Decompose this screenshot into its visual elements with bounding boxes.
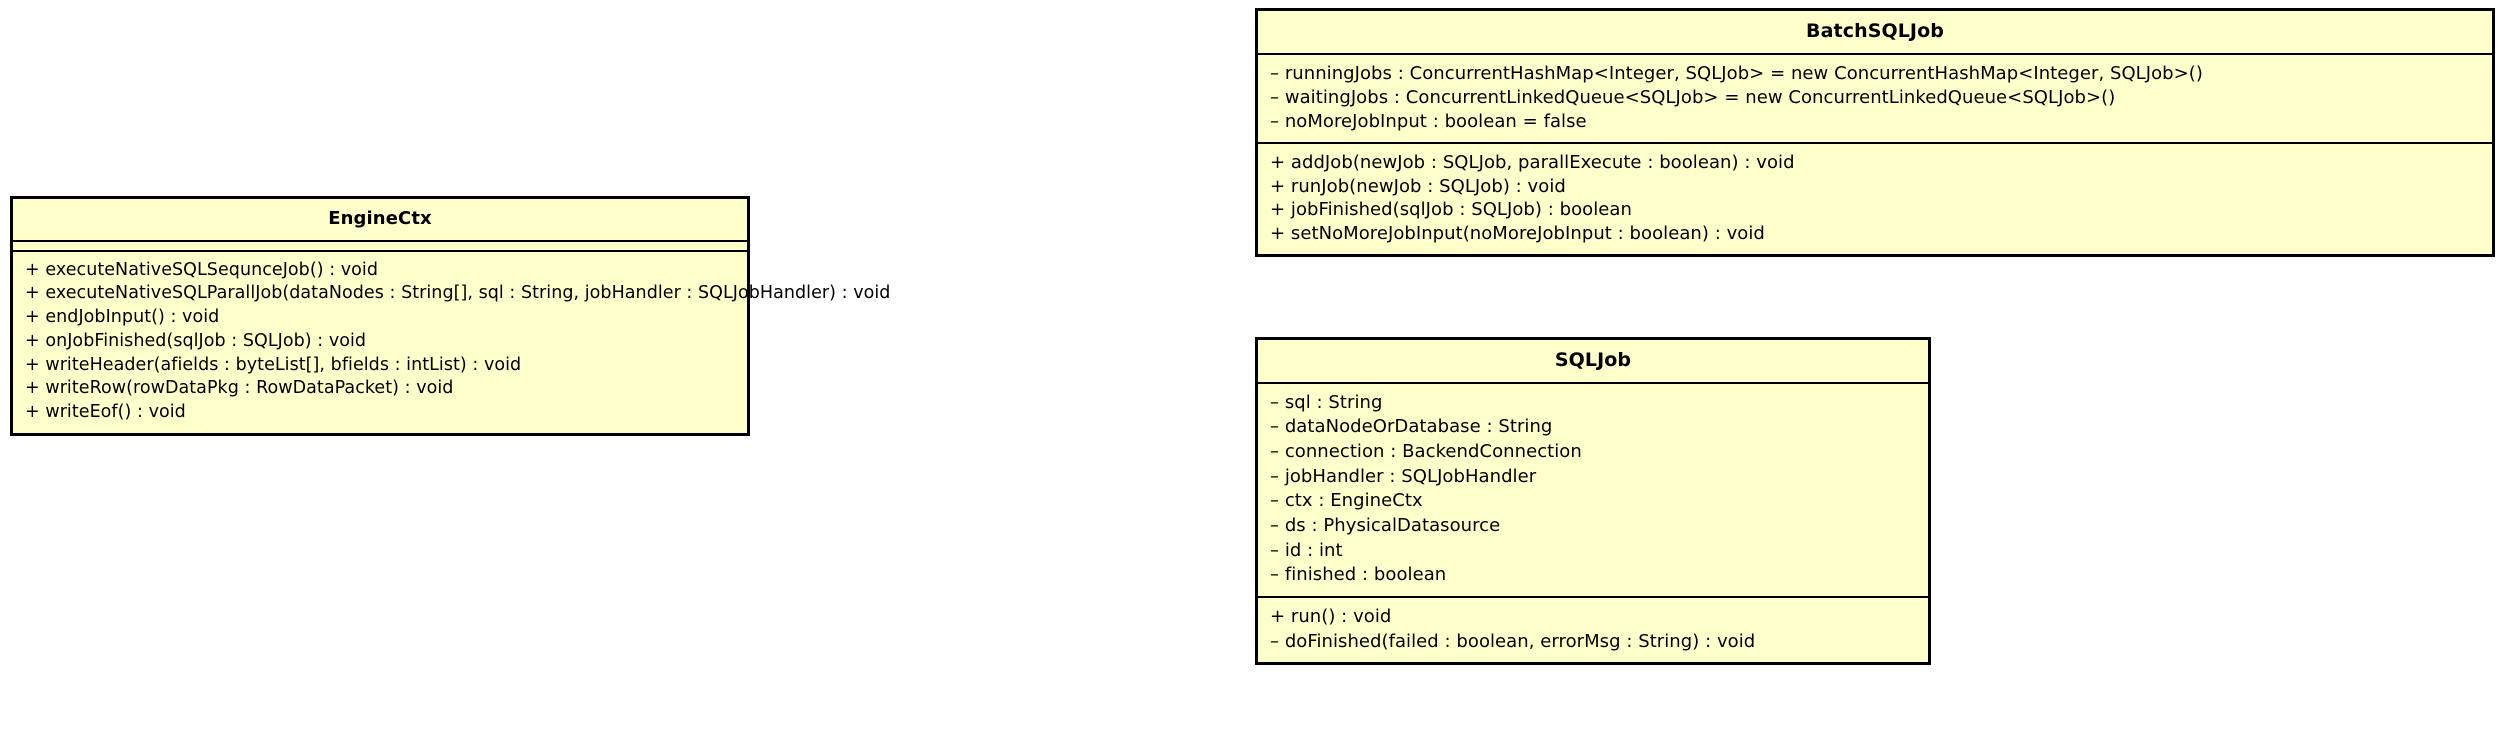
method-row: + run() : void [1270, 606, 1392, 627]
method-row: + runJob(newJob : SQLJob) : void [1270, 175, 1566, 197]
compartment-divider [1258, 596, 1928, 598]
method-row: + onJobFinished(sqlJob : SQLJob) : void [25, 330, 367, 351]
attribute-row: – sql : String [1270, 391, 1383, 413]
method-row: + writeHeader(afields : byteList[], bfie… [25, 354, 522, 375]
method-row: – doFinished(failed : boolean, errorMsg … [1270, 630, 1756, 652]
attribute-row: – connection : BackendConnection [1270, 441, 1582, 463]
method-row: + jobFinished(sqlJob : SQLJob) : boolean [1270, 199, 1632, 221]
methods-compartment-sql-job: + run() : void – doFinished(failed : boo… [1258, 598, 1928, 662]
attribute-row: – waitingJobs : ConcurrentLinkedQueue<SQ… [1270, 86, 2116, 108]
method-row: + executeNativeSQLParallJob(dataNodes : … [25, 283, 891, 304]
class-title-sql-job: SQLJob [1554, 349, 1632, 371]
method-row: + executeNativeSQLSequnceJob() : void [25, 259, 378, 280]
attribute-row: – ctx : EngineCtx [1270, 490, 1423, 512]
class-title-engine-ctx: EngineCtx [328, 208, 432, 229]
attribute-row: – finished : boolean [1270, 564, 1447, 586]
uml-class-sql-job[interactable]: SQLJob – sql : String – dataNodeOrDataba… [1255, 337, 1931, 666]
uml-class-engine-ctx[interactable]: EngineCtx + executeNativeSQLSequnceJob()… [10, 196, 891, 437]
attributes-compartment-sql-job: – sql : String – dataNodeOrDatabase : St… [1258, 384, 1928, 596]
methods-compartment-engine-ctx: + executeNativeSQLSequnceJob() : void + … [13, 252, 891, 434]
attribute-row: – id : int [1270, 539, 1343, 561]
attributes-compartment-engine-ctx [13, 242, 747, 250]
method-row: + setNoMoreJobInput(noMoreJobInput : boo… [1270, 223, 1765, 245]
attribute-row: – noMoreJobInput : boolean = false [1270, 110, 1587, 132]
compartment-divider [1258, 141, 2492, 144]
compartment-divider [13, 239, 747, 242]
compartment-divider [13, 249, 747, 252]
method-row: + addJob(newJob : SQLJob, parallExecute … [1270, 151, 1795, 173]
attribute-row: – dataNodeOrDatabase : String [1270, 416, 1553, 438]
compartment-divider [1258, 381, 1928, 384]
uml-class-batch-sql-job[interactable]: BatchSQLJob – runningJobs : ConcurrentHa… [1255, 8, 2495, 258]
method-row: + endJobInput() : void [25, 307, 220, 328]
compartment-divider [1258, 52, 2492, 55]
attribute-row: – ds : PhysicalDatasource [1270, 515, 1501, 537]
attribute-row: – runningJobs : ConcurrentHashMap<Intege… [1270, 62, 2203, 84]
method-row: + writeEof() : void [25, 402, 186, 423]
attribute-row: – jobHandler : SQLJobHandler [1270, 465, 1537, 487]
class-title-batch-sql-job: BatchSQLJob [1806, 20, 1944, 42]
attributes-compartment-batch-sql-job: – runningJobs : ConcurrentHashMap<Intege… [1258, 55, 2492, 142]
methods-compartment-batch-sql-job: + addJob(newJob : SQLJob, parallExecute … [1258, 144, 2492, 255]
method-row: + writeRow(rowDataPkg : RowDataPacket) :… [25, 378, 454, 399]
